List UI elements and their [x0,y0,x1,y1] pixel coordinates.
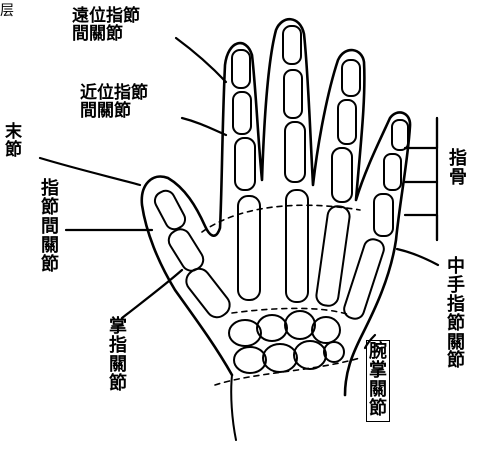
hand-outline [142,19,410,395]
label-pip-joint: 近位指節 間關節 [80,85,148,121]
label-distal-phalanx: 末 節 [5,124,22,160]
label-phalanges: 指骨 [448,150,468,188]
corner-glyph: 层 [0,0,14,34]
label-carpometacarpal-joint: 腕掌關節 [366,340,390,422]
label-metacarpophalangeal-left: 掌指關節 [108,318,128,394]
label-metacarpophalangeal-right: 中手指節關節 [446,258,466,371]
label-dip-joint: 遠位指節 間關節 [72,8,140,44]
label-interphalangeal-joint: 指節間關節 [40,180,60,274]
